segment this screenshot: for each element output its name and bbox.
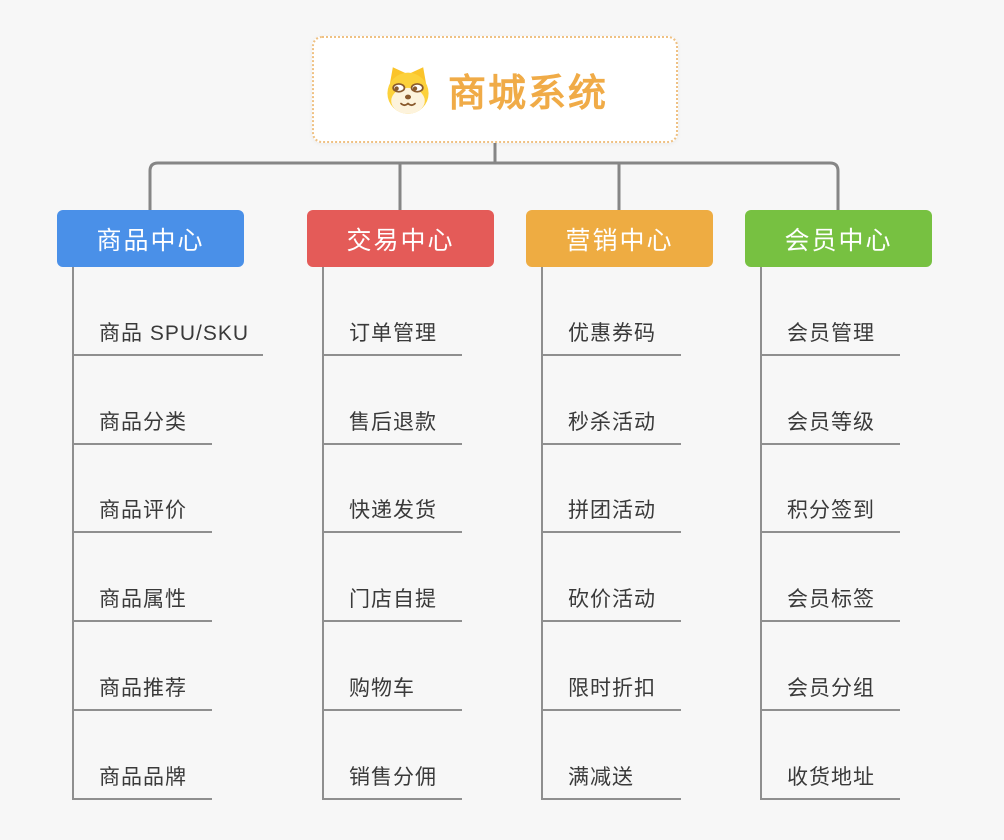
child-node[interactable]: 收货地址 [760, 711, 900, 800]
child-node[interactable]: 商品属性 [72, 533, 212, 623]
child-node[interactable]: 秒杀活动 [541, 356, 681, 445]
child-node[interactable]: 商品品牌 [72, 711, 212, 800]
child-node[interactable]: 会员等级 [760, 356, 900, 445]
child-node[interactable]: 销售分佣 [322, 711, 462, 800]
child-node[interactable]: 会员标签 [760, 533, 900, 623]
branch-node-label: 会员中心 [784, 226, 893, 255]
child-node[interactable]: 限时折扣 [541, 622, 681, 711]
branch-children-product-center: 商品 SPU/SKU 商品分类 商品评价 商品属性 商品推荐 商品品牌 [72, 267, 264, 800]
branch-node-label: 交易中心 [346, 226, 455, 255]
child-node[interactable]: 会员管理 [760, 267, 900, 356]
child-node[interactable]: 商品评价 [72, 445, 212, 534]
child-node[interactable]: 门店自提 [322, 533, 462, 623]
root-node-label: 商城系统 [447, 73, 608, 115]
branch-node-label: 商品中心 [96, 226, 205, 255]
branch-children-marketing-center: 优惠券码 秒杀活动 拼团活动 砍价活动 限时折扣 满减送 [541, 267, 681, 800]
child-node[interactable]: 商品 SPU/SKU [72, 267, 264, 356]
branch-children-member-center: 会员管理 会员等级 积分签到 会员标签 会员分组 收货地址 [760, 267, 900, 800]
doge-icon [387, 66, 429, 114]
branch-children-trade-center: 订单管理 售后退款 快递发货 门店自提 购物车 销售分佣 [322, 267, 462, 800]
branch-node-marketing-center[interactable]: 营销中心 [526, 210, 713, 267]
child-node[interactable]: 售后退款 [322, 356, 462, 445]
child-node[interactable]: 优惠券码 [541, 267, 681, 356]
child-node[interactable]: 拼团活动 [541, 445, 681, 534]
child-node[interactable]: 满减送 [541, 711, 681, 800]
branch-node-label: 营销中心 [565, 226, 674, 255]
child-node[interactable]: 商品分类 [72, 356, 212, 445]
child-node[interactable]: 会员分组 [760, 622, 900, 711]
child-node[interactable]: 订单管理 [322, 267, 462, 356]
child-node[interactable]: 购物车 [322, 622, 462, 711]
branch-node-trade-center[interactable]: 交易中心 [307, 210, 494, 267]
child-node[interactable]: 商品推荐 [72, 622, 212, 711]
child-node[interactable]: 砍价活动 [541, 533, 681, 623]
branch-node-product-center[interactable]: 商品中心 [57, 210, 244, 267]
child-node[interactable]: 快递发货 [322, 445, 462, 534]
child-node[interactable]: 积分签到 [760, 445, 900, 534]
root-node[interactable]: 商城系统 [312, 36, 678, 143]
branch-node-member-center[interactable]: 会员中心 [745, 210, 932, 267]
